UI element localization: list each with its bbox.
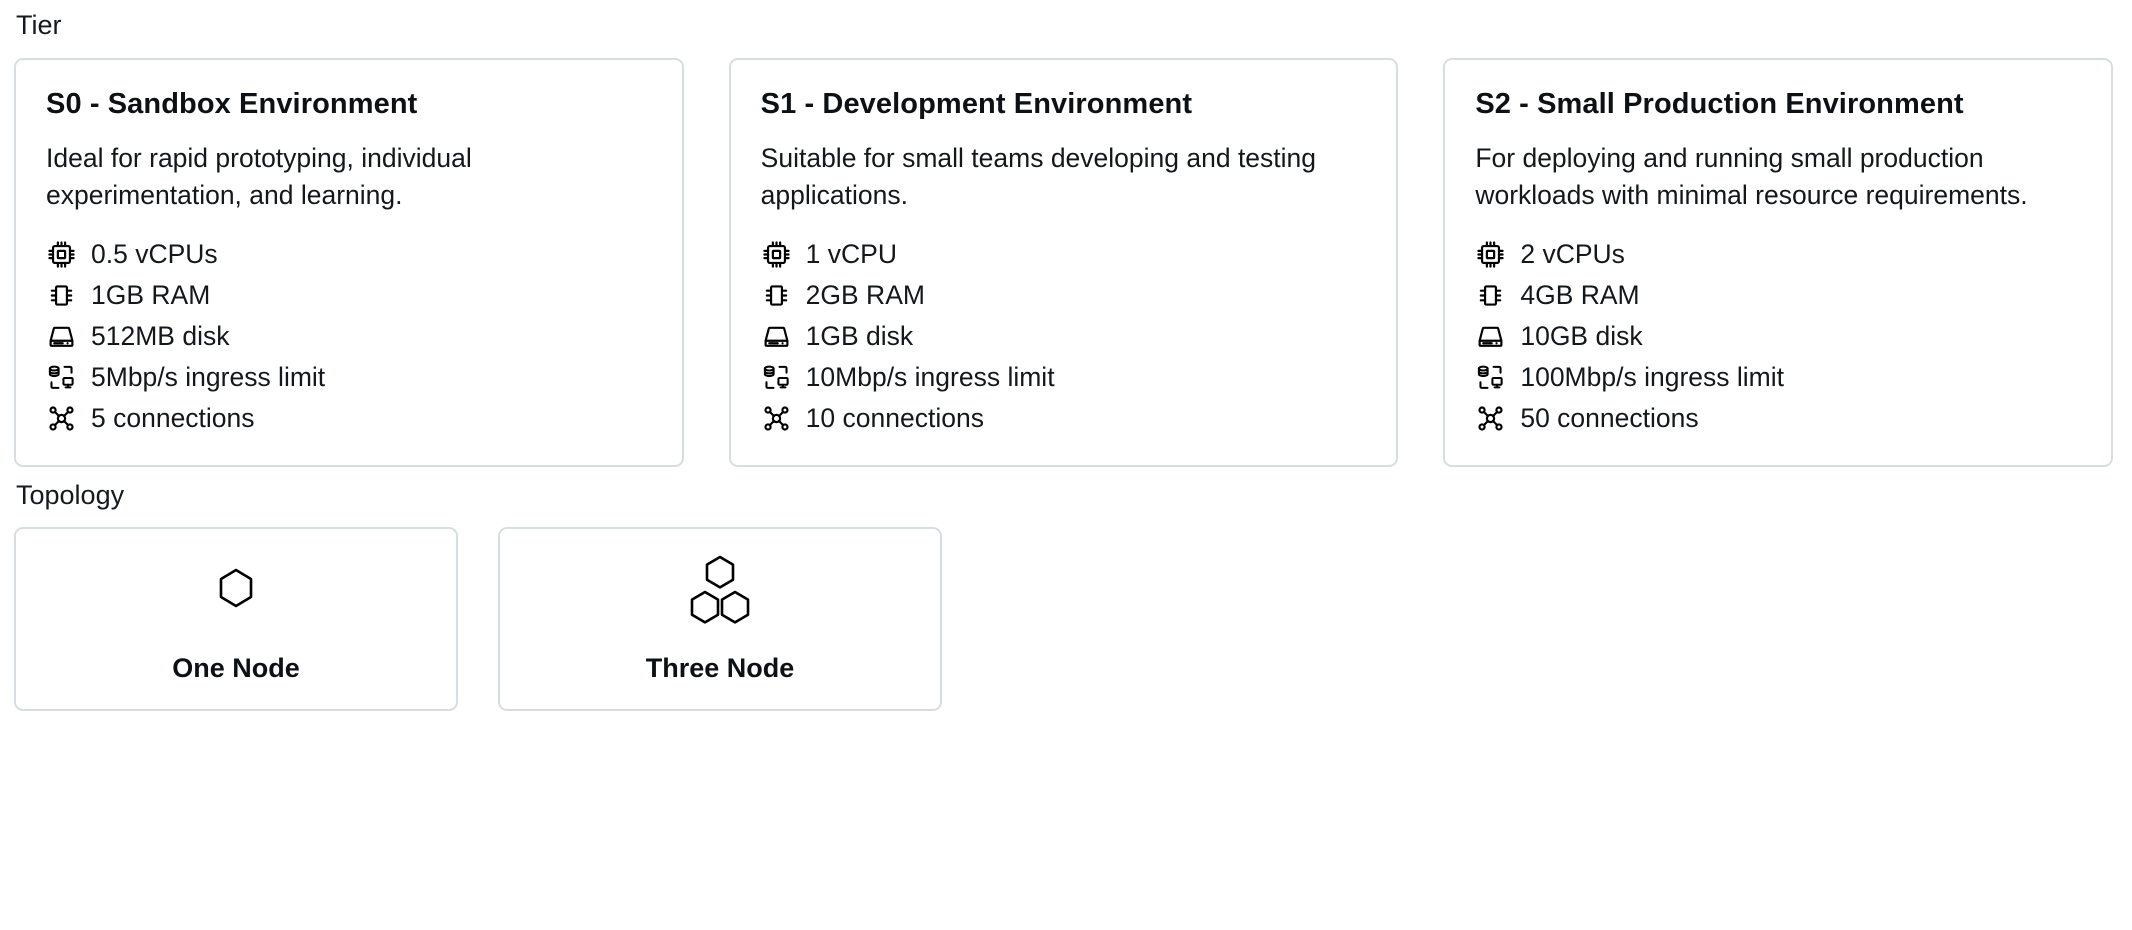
spec-list: 2 vCPUs 4GB RAM — [1475, 234, 2081, 439]
tier-card-description: For deploying and running small producti… — [1475, 143, 2028, 210]
memory-icon — [46, 280, 77, 311]
tier-card-s0[interactable]: S0 - Sandbox Environment Ideal for rapid… — [14, 58, 684, 467]
memory-icon — [1475, 280, 1506, 311]
hard-drive-icon — [46, 321, 77, 352]
spec-row: 10Mbp/s ingress limit — [761, 357, 1367, 398]
network-transfer-icon — [761, 362, 792, 393]
spec-row: 50 connections — [1475, 398, 2081, 439]
spec-row: 4GB RAM — [1475, 275, 2081, 316]
tier-card-s1[interactable]: S1 - Development Environment Suitable fo… — [728, 58, 1399, 467]
spec-text: 4GB RAM — [1520, 280, 1640, 310]
tier-card-s2[interactable]: S2 - Small Production Environment For de… — [1443, 58, 2114, 467]
spec-row: 2 vCPUs — [1475, 234, 2081, 275]
connections-icon — [761, 403, 792, 434]
spec-text: 1GB RAM — [91, 280, 211, 310]
spec-text: 50 connections — [1520, 403, 1699, 433]
topology-option-label: Three Node — [645, 652, 795, 683]
three-hexagon-icon — [681, 555, 759, 627]
tier-section-label: Tier — [16, 10, 62, 40]
tier-card-title: S1 - Development Environment — [760, 88, 1193, 120]
spec-row: 0.5 vCPUs — [46, 234, 652, 275]
spec-text: 0.5 vCPUs — [91, 239, 218, 269]
spec-row: 10GB disk — [1475, 316, 2081, 357]
spec-text: 1GB disk — [805, 321, 914, 351]
tier-card-description: Suitable for small teams developing and … — [760, 143, 1317, 210]
spec-list: 1 vCPU 2GB RAM — [761, 234, 1367, 439]
topology-option-one-node[interactable]: One Node — [14, 527, 458, 711]
hard-drive-icon — [761, 321, 792, 352]
tier-card-description: Ideal for rapid prototyping, individual … — [46, 143, 472, 210]
cpu-icon — [761, 239, 792, 270]
spec-text: 10 connections — [805, 403, 984, 433]
spec-list: 0.5 vCPUs 1GB RAM — [46, 234, 652, 439]
tier-card-title: S0 - Sandbox Environment — [46, 88, 418, 120]
spec-text: 5 connections — [91, 403, 255, 433]
tier-card-title: S2 - Small Production Environment — [1475, 88, 1964, 120]
cpu-icon — [46, 239, 77, 270]
spec-row: 5Mbp/s ingress limit — [46, 357, 652, 398]
network-transfer-icon — [1475, 362, 1506, 393]
spec-text: 2 vCPUs — [1520, 239, 1625, 269]
spec-text: 1 vCPU — [805, 239, 897, 269]
network-transfer-icon — [46, 362, 77, 393]
connections-icon — [46, 403, 77, 434]
tier-card-grid: S0 - Sandbox Environment Ideal for rapid… — [0, 41, 2132, 467]
spec-row: 1 vCPU — [761, 234, 1367, 275]
spec-text: 100Mbp/s ingress limit — [1520, 362, 1784, 392]
spec-text: 5Mbp/s ingress limit — [91, 362, 326, 392]
hard-drive-icon — [1475, 321, 1506, 352]
cpu-icon — [1475, 239, 1506, 270]
spec-row: 1GB RAM — [46, 275, 652, 316]
connections-icon — [1475, 403, 1506, 434]
spec-row: 100Mbp/s ingress limit — [1475, 357, 2081, 398]
topology-section-label: Topology — [16, 480, 125, 510]
spec-row: 512MB disk — [46, 316, 652, 357]
spec-row: 5 connections — [46, 398, 652, 439]
spec-text: 512MB disk — [91, 321, 230, 351]
spec-text: 2GB RAM — [805, 280, 925, 310]
spec-row: 2GB RAM — [761, 275, 1367, 316]
spec-row: 1GB disk — [761, 316, 1367, 357]
spec-text: 10Mbp/s ingress limit — [805, 362, 1055, 392]
topology-option-three-node[interactable]: Three Node — [498, 527, 942, 711]
spec-text: 10GB disk — [1520, 321, 1643, 351]
single-hexagon-icon — [214, 555, 258, 627]
memory-icon — [761, 280, 792, 311]
topology-card-grid: One Node Three Node — [0, 511, 2132, 711]
spec-row: 10 connections — [761, 398, 1367, 439]
topology-option-label: One Node — [172, 652, 300, 683]
